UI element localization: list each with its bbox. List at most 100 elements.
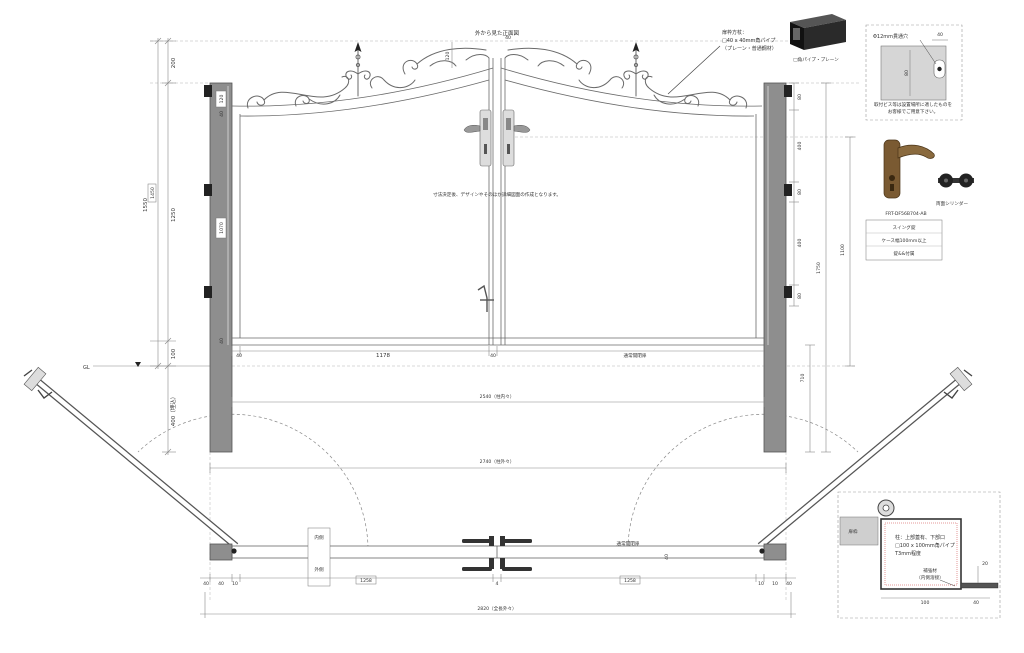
post-dim-40-bottom: 40 (219, 338, 225, 344)
plan-hinge-left-icon (231, 548, 237, 554)
drop-bolt-latch (477, 284, 494, 312)
plan-dim-6: 40 (786, 581, 792, 587)
opened-leaf-left (23, 366, 239, 549)
lock-spec-3: 錠&&付属 (894, 250, 915, 257)
plan-dim-2: 10 (232, 581, 238, 587)
callout-line-1: 扉枠方杖： (722, 29, 747, 36)
design-note: 寸法決定後、デザインやそのほか詳細図面の作成となります。 (433, 191, 561, 198)
opened-leaf-right (757, 366, 973, 549)
bottom-dim-gap-40: 40 (490, 353, 496, 359)
post-dim-120: 120 (219, 95, 225, 104)
left-leaf-top-decoration (231, 42, 494, 117)
right-dim-post-height: 1750 (816, 262, 822, 274)
post-detail-line-3: T3mm程度 (894, 550, 921, 557)
plan-dim-5: 10 (772, 581, 778, 587)
gate-frame (232, 58, 764, 346)
mount-hole-label: Φ12mm貫通穴 (873, 33, 908, 40)
post-label-box-120 (215, 90, 227, 108)
hinge-brackets (204, 85, 792, 298)
ground-level-label: GL (83, 365, 90, 371)
right-dim-gate-height: 1100 (840, 244, 846, 256)
ground-level-arrow-icon (135, 362, 141, 367)
post-detail-dim-top: 20 (982, 561, 988, 567)
mount-detail-frame (865, 24, 963, 121)
plan-left-post (209, 543, 233, 561)
plan-outside-label: 外側 (314, 566, 324, 573)
plan-handle-gap-dim: 40 (664, 554, 670, 560)
swing-arc-left (137, 413, 369, 549)
dim-gate-1250: 1250 (171, 208, 177, 222)
post-detail-gate-frame (839, 516, 879, 546)
post-detail-dim-w: 100 (921, 600, 930, 606)
dim-buried-400: 400（埋込） (169, 394, 177, 427)
inside-outside-box (307, 527, 331, 587)
callout-line-2: □40 x 40mm角パイプ (722, 37, 775, 44)
post-detail-hinge-pin-icon (882, 504, 890, 512)
bottom-dim-panel-1178: 1178 (376, 353, 390, 359)
right-dim-d3: 80 (797, 189, 803, 195)
swing-arc-right (627, 413, 859, 549)
dim-box-1450 (147, 183, 157, 203)
right-dim-buried: 710 (800, 374, 806, 383)
bottom-dim-frame-40: 40 (236, 353, 242, 359)
lock-spec-2: ケース幅100mm以上 (881, 237, 926, 244)
mount-hole-icon (937, 66, 942, 72)
mount-note-1: 取付ビス等は設置場所に適したものを (874, 101, 953, 108)
width-dimension-lines (209, 397, 787, 473)
post-detail-reinforce-2: （内側溶接） (916, 574, 944, 581)
plan-leaf-left-dim: 1258 (360, 578, 372, 584)
dim-total-1550: 1550 (143, 198, 149, 212)
dim-top-200: 200 (171, 57, 177, 68)
mount-note-2: お客様でご用意下さい。 (888, 108, 939, 115)
mount-hole-leader (919, 39, 937, 65)
plan-right-post (763, 543, 787, 561)
lock-name: 両面シリンダー (936, 200, 969, 207)
post-detail-reinforcement-bar (960, 582, 999, 589)
plan-handles (462, 536, 532, 571)
plan-door-label: 通常開閉扉 (617, 540, 640, 547)
lever-handle-icon (883, 139, 935, 199)
plan-dim-1: 40 (218, 581, 224, 587)
plan-dimension-lines (200, 574, 796, 618)
post-detail-line-1: 柱：上部蓋有、下部口 (895, 534, 945, 541)
plan-leaf-right-box (619, 575, 641, 585)
post-detail-reinforce-1: 補強材 (923, 567, 937, 574)
right-dim-d4: 400 (797, 239, 803, 248)
plan-dim-4: 10 (758, 581, 764, 587)
lock-model: FRT-DF56B704-AB (885, 211, 926, 217)
post-detail-reinforce-leader (939, 579, 956, 587)
lock-spec-box (865, 219, 943, 261)
double-cylinder-icon (938, 173, 974, 188)
mount-dim-h: 80 (904, 70, 910, 76)
top-gap-dim-40: 40 (505, 35, 511, 41)
post-label-box-1070 (215, 217, 227, 239)
plan-dim-0: 40 (203, 581, 209, 587)
arch-dim-120: 120 (445, 52, 451, 61)
right-post (763, 82, 787, 453)
plan-dim-3: 4 (496, 581, 499, 587)
post-detail-frame-label: 扉枠 (848, 528, 858, 535)
plan-leaf-left-box (355, 575, 377, 585)
plan-leaf-right-dim: 1258 (624, 578, 636, 584)
callout-leader-line (667, 45, 721, 95)
plan-hinge-right-icon (759, 548, 765, 554)
outer-width-dim: 2740（柱外々） (480, 458, 515, 465)
post-detail-frame (837, 491, 1001, 619)
pipe-caption: □角パイプ・プレーン (793, 56, 839, 63)
post-detail-line-2: □100 x 100mm角パイプ (895, 542, 955, 549)
bottom-dimension-line (231, 346, 764, 356)
right-dim-d2: 400 (797, 142, 803, 151)
callout-line-3: （プレーン・普通鋼材） (722, 45, 777, 52)
center-handle-set (463, 109, 531, 167)
right-dimension-lines (789, 82, 855, 453)
post-dim-40-top: 40 (219, 111, 225, 117)
post-dim-1070: 1070 (219, 222, 225, 234)
lock-spec-1: スイング錠 (893, 224, 916, 231)
right-dim-d1: 80 (797, 94, 803, 100)
square-pipe-sample-icon (790, 14, 846, 50)
drawing-title: 外から見た正面図 (475, 29, 520, 37)
right-dim-d5: 80 (797, 293, 803, 299)
post-detail-square-pipe (880, 518, 962, 590)
post-detail-inner-wall (884, 522, 958, 586)
